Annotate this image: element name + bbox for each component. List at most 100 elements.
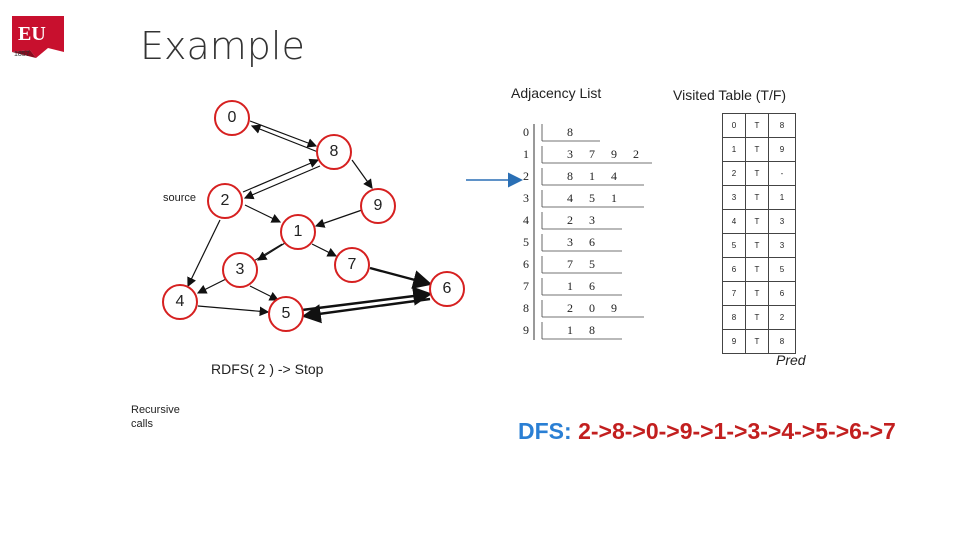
adj-item: 4: [567, 191, 573, 205]
adj-index: 3: [523, 191, 529, 205]
visited-title: Visited Table (T/F): [673, 87, 787, 103]
visited-pred: 5: [768, 257, 796, 282]
visited-flag: T: [745, 257, 769, 282]
edge-8-0: [250, 124, 319, 153]
adj-index: 2: [523, 169, 529, 183]
visited-flag: T: [745, 113, 769, 138]
visited-node: 5: [722, 233, 746, 258]
visited-flag: T: [745, 161, 769, 186]
dfs-prefix: DFS:: [518, 418, 579, 444]
visited-node: 2: [722, 161, 746, 186]
visited-flag: T: [745, 329, 769, 354]
adj-item: 1: [567, 279, 573, 293]
visited-pred: 6: [768, 281, 796, 306]
edge-8-9: [351, 159, 373, 189]
visited-node: 4: [722, 209, 746, 234]
visited-pred: 8: [768, 113, 796, 138]
visited-node: 3: [722, 185, 746, 210]
edge-1-7: [311, 243, 338, 257]
adj-index: 5: [523, 235, 529, 249]
adj-item: 1: [611, 191, 617, 205]
university-logo: EU 1857: [12, 16, 64, 58]
edge-3-1: [251, 243, 283, 263]
visited-flag: T: [745, 137, 769, 162]
recursive-calls-label: Recursive calls: [131, 403, 180, 431]
adj-index: 0: [523, 125, 529, 139]
adj-index: 8: [523, 301, 529, 315]
visited-pred: 8: [768, 329, 796, 354]
adj-item: 5: [589, 257, 595, 271]
adj-item: 8: [567, 125, 573, 139]
edge-0-8: [249, 120, 318, 148]
visited-pred: 2: [768, 305, 796, 330]
adj-item: 6: [589, 235, 595, 249]
node-8: 8: [316, 134, 352, 170]
adj-item: 6: [589, 279, 595, 293]
node-2: 2: [207, 183, 243, 219]
adj-index: 4: [523, 213, 529, 227]
node-3: 3: [222, 252, 258, 288]
adj-item: 3: [567, 147, 573, 161]
edge-8-2: [243, 165, 321, 200]
adj-item: 8: [589, 323, 595, 337]
pred-label: Pred: [776, 352, 806, 368]
visited-flag: T: [745, 233, 769, 258]
visited-flag: T: [745, 281, 769, 306]
adj-index: 9: [523, 323, 529, 337]
visited-pred: 3: [768, 233, 796, 258]
recursive-line1: Recursive: [131, 404, 180, 416]
adj-index: 1: [523, 147, 529, 161]
adj-item: 3: [589, 213, 595, 227]
edge-1-3: [256, 242, 286, 261]
node-7: 7: [334, 247, 370, 283]
adj-item: 0: [589, 301, 595, 315]
edge-2-8: [242, 158, 320, 193]
visited-flag: T: [745, 305, 769, 330]
node-9: 9: [360, 188, 396, 224]
edge-2-1: [244, 204, 282, 223]
node-0: 0: [214, 100, 250, 136]
node-5: 5: [268, 296, 304, 332]
rdfs-label: RDFS( 2 ) -> Stop: [211, 361, 324, 377]
edge-2-4: [187, 219, 221, 288]
adj-item: 1: [589, 169, 595, 183]
visited-flag: T: [745, 209, 769, 234]
visited-node: 9: [722, 329, 746, 354]
adj-item: 8: [567, 169, 573, 183]
adj-index: 6: [523, 257, 529, 271]
adj-item: 7: [589, 147, 595, 161]
adj-item: 1: [567, 323, 573, 337]
adj-item: 2: [567, 213, 573, 227]
logo-year: 1857: [14, 51, 30, 58]
edge-9-1: [314, 209, 363, 228]
edge-3-5: [249, 285, 280, 301]
edge-4-5: [197, 305, 270, 317]
edge-3-4: [196, 277, 229, 294]
visited-pred: -: [768, 161, 796, 186]
edge-7-6: [369, 266, 433, 289]
dfs-path: 2->8->0->9->1->3->4->5->6->7: [578, 418, 896, 444]
visited-node: 1: [722, 137, 746, 162]
recursive-line2: calls: [131, 418, 154, 430]
adj-item: 9: [611, 147, 617, 161]
slide-title: Example: [140, 24, 305, 68]
logo-text: EU: [18, 23, 46, 45]
visited-flag: T: [745, 185, 769, 210]
adj-item: 9: [611, 301, 617, 315]
visited-node: 6: [722, 257, 746, 282]
node-1: 1: [280, 214, 316, 250]
adj-item: 5: [589, 191, 595, 205]
edge-5-6: [301, 286, 433, 312]
adj-item: 3: [567, 235, 573, 249]
